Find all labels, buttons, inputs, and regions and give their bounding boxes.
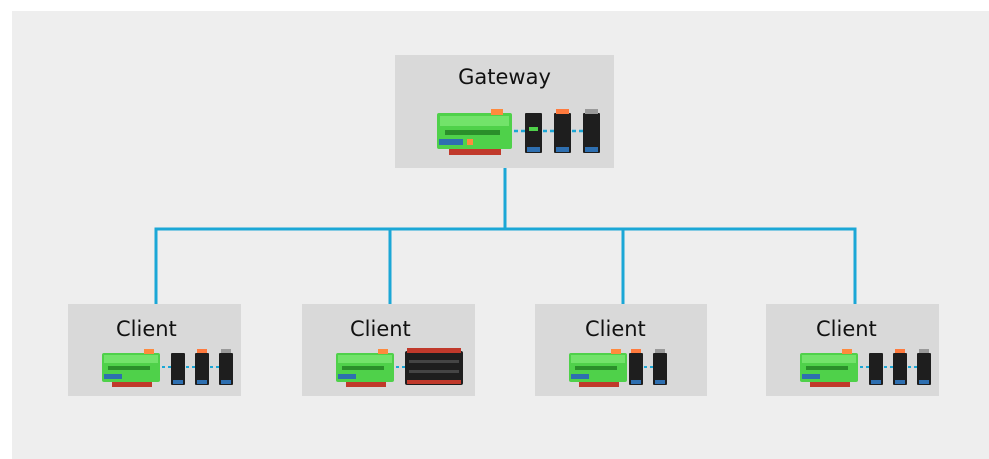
client-node-4: Client [766,304,939,396]
gateway-label: Gateway [458,65,551,89]
client-node-2: Client [302,304,475,396]
controller-hardware-icon [102,349,233,387]
controller-hardware-icon [569,349,667,387]
client-3-label: Client [585,317,646,341]
client-4-label: Client [816,317,877,341]
controller-hardware-icon [437,109,600,155]
client-1-label: Client [116,317,177,341]
client-node-3: Client [535,304,707,396]
client-node-1: Client [68,304,241,396]
client-2-label: Client [350,317,411,341]
controller-hardware-icon [336,348,463,387]
gateway-node: Gateway [395,55,614,168]
controller-hardware-icon [800,349,931,387]
